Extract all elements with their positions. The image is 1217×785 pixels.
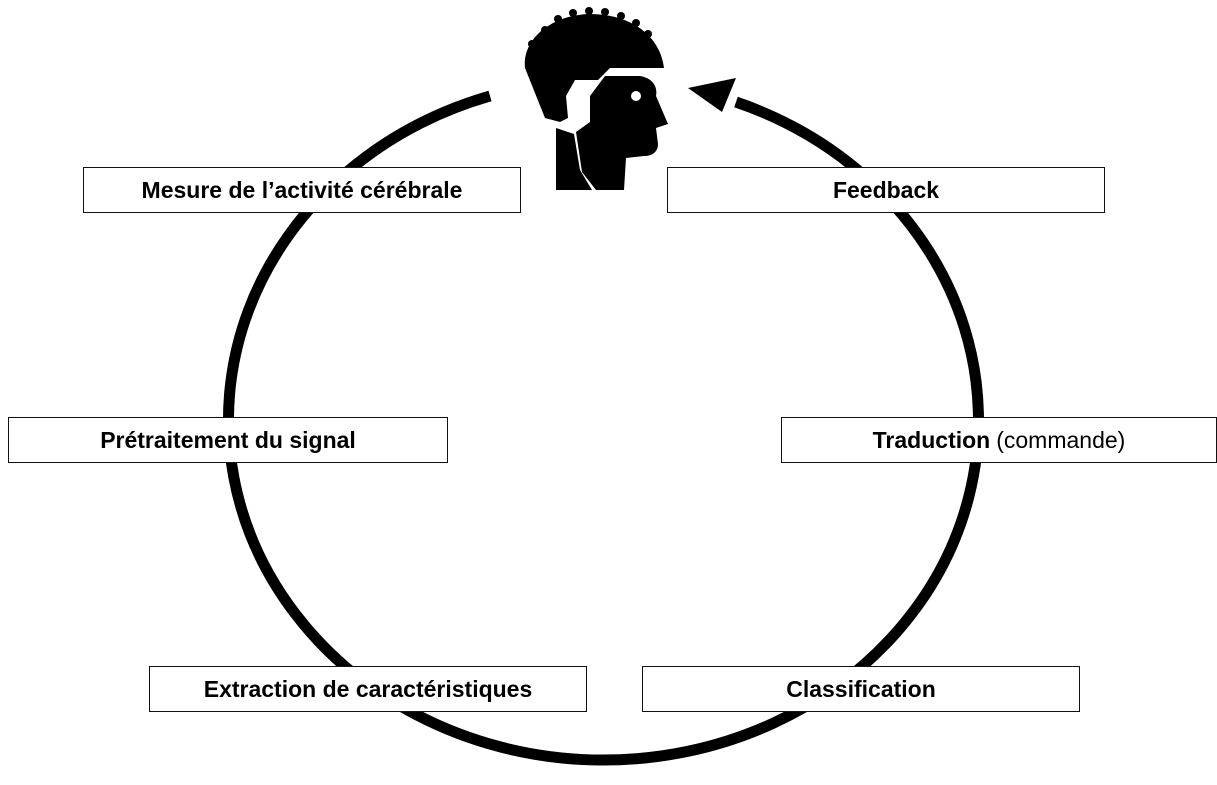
step-translation-note: (commande) [996,426,1126,453]
step-feature-extraction-box: Extraction de caractéristiques [149,666,587,712]
step-preprocessing-box: Prétraitement du signal [8,417,448,463]
arrowhead-icon [688,78,736,112]
step-measurement-label: Mesure de l’activité cérébrale [141,176,463,203]
step-translation-label: Traduction [872,426,991,453]
step-preprocessing-label: Prétraitement du signal [100,426,356,453]
step-translation-box: Traduction (commande) [781,417,1217,463]
step-classification-box: Classification [642,666,1080,712]
cycle-arc [223,90,984,766]
step-feature-extraction-label: Extraction de caractéristiques [203,675,533,702]
step-feedback-box: Feedback [667,167,1105,213]
person-with-eeg-cap-icon [524,7,668,190]
step-feedback-label: Feedback [832,176,940,203]
step-measurement-box: Mesure de l’activité cérébrale [83,167,521,213]
step-classification-label: Classification [786,675,936,702]
